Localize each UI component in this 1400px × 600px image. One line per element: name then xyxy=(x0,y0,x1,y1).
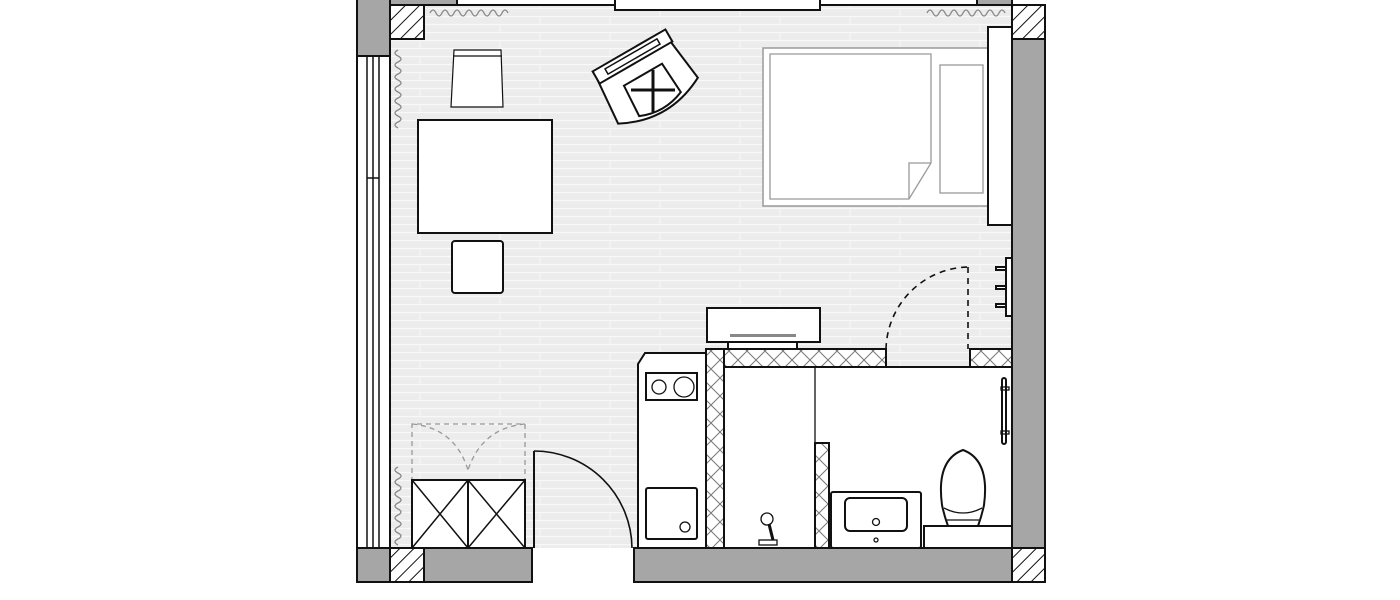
window xyxy=(614,0,821,11)
entrance-door xyxy=(533,450,633,549)
bed xyxy=(762,47,990,207)
armchair xyxy=(450,49,504,108)
washbasin xyxy=(830,491,922,549)
hob-burner xyxy=(651,379,667,395)
radiator xyxy=(394,9,1006,546)
towel-rail xyxy=(1000,377,1010,445)
coat-hooks xyxy=(995,257,1013,317)
office-chair xyxy=(591,28,700,125)
wardrobe-double-door xyxy=(411,423,526,549)
dining-table xyxy=(417,119,553,234)
kitchen-counter xyxy=(637,352,707,549)
bathroom-door xyxy=(885,266,969,350)
shower-valve xyxy=(758,512,778,546)
window xyxy=(356,55,391,549)
oven xyxy=(645,487,698,540)
tv xyxy=(706,307,821,350)
wardrobe xyxy=(987,26,1013,226)
hob-burner xyxy=(673,376,695,398)
stool xyxy=(451,240,504,294)
pillow xyxy=(939,64,984,194)
bathroom-partition xyxy=(814,442,830,549)
toilet xyxy=(923,448,1013,549)
